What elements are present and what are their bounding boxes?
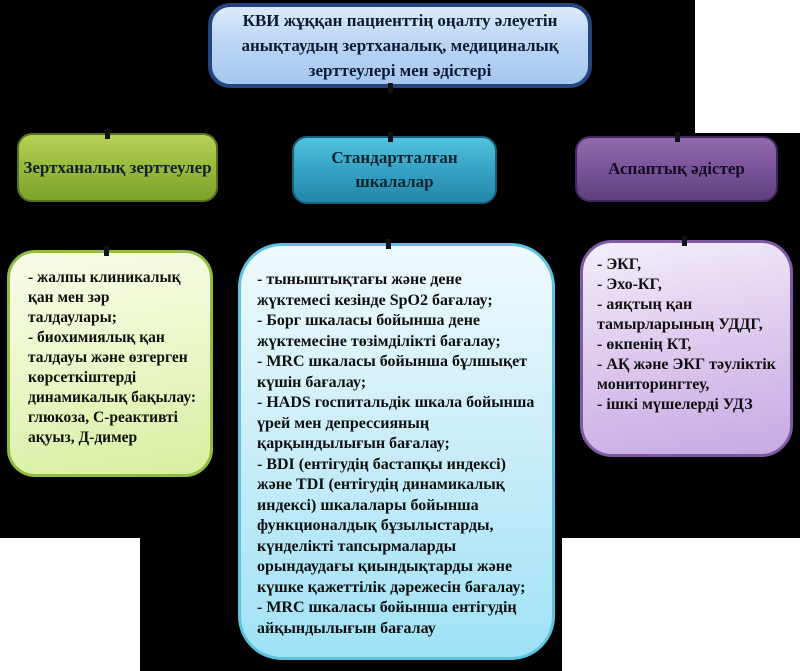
header-laboratory-label: Зертханалық зерттеулер xyxy=(23,157,212,177)
content-standardized-scales: - тыныштықтағы және дене жүктемесі кезін… xyxy=(238,243,555,660)
connector-tick-content-instrumental xyxy=(682,236,687,246)
diagram-title-text: КВИ жұққан пациенттің оңалту әлеуетін ан… xyxy=(241,11,559,80)
content-laboratory: - жалпы клиникалық қан мен зәр талдаулар… xyxy=(7,250,213,477)
connector-tick-title xyxy=(388,83,393,93)
connector-tick-instrumental xyxy=(675,132,680,142)
header-standardized-scales-label: Стандартталған шкалалар xyxy=(331,148,458,191)
header-standardized-scales: Стандартталған шкалалар xyxy=(292,136,497,204)
connector-tick-content-standardized xyxy=(386,239,391,249)
header-laboratory: Зертханалық зерттеулер xyxy=(17,133,218,202)
connector-tick-standardized xyxy=(388,132,393,142)
connector-tick-laboratory xyxy=(105,129,110,139)
header-instrumental: Аспаптық әдістер xyxy=(575,136,778,202)
connector-tick-content-laboratory xyxy=(104,246,109,256)
content-instrumental: - ЭКГ, - Эхо-КГ, - аяқтың қан тамырларын… xyxy=(580,240,793,457)
header-instrumental-label: Аспаптық әдістер xyxy=(608,159,745,178)
diagram-title-box: КВИ жұққан пациенттің оңалту әлеуетін ан… xyxy=(208,3,592,88)
